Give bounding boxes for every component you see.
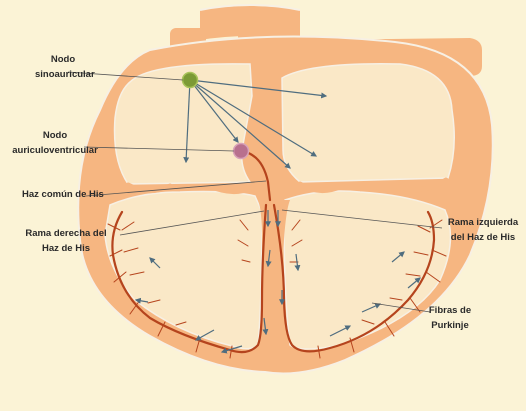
label-left-bundle-branch: Rama izquierda del Haz de His [440, 215, 526, 245]
label-av-node: Nodo auriculoventricular [12, 128, 98, 158]
label-right-bundle-branch: Rama derecha del Haz de His [14, 226, 118, 256]
label-his-common-bundle: Haz común de His [22, 187, 104, 202]
left-atrium [282, 64, 454, 182]
label-purkinje-fibers: Fibras de Purkinje [418, 303, 482, 333]
sa-node [183, 73, 198, 88]
av-node [234, 144, 249, 159]
label-sa-node: Nodo sinoauricular [35, 52, 91, 82]
